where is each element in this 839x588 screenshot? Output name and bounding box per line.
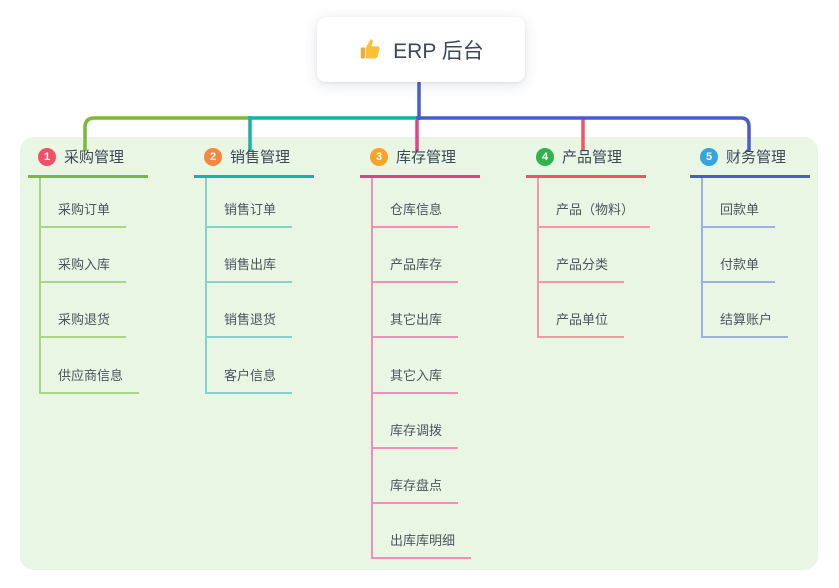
child-node[interactable]: 付款单	[702, 256, 776, 283]
child-node[interactable]: 产品分类	[538, 256, 625, 283]
branch-node-3[interactable]: 3 库存管理	[360, 146, 480, 178]
branch-node-4[interactable]: 4 产品管理	[526, 146, 646, 178]
branch-label: 库存管理	[396, 149, 457, 166]
child-node[interactable]: 库存调拨	[372, 422, 459, 449]
child-node[interactable]: 产品单位	[538, 311, 625, 338]
branch-label: 财务管理	[726, 149, 787, 166]
branch-number-badge: 1	[38, 147, 56, 166]
branch-number-badge: 3	[370, 147, 388, 166]
branch-label: 采购管理	[64, 149, 125, 166]
child-node[interactable]: 出库库明细	[372, 532, 472, 559]
child-node[interactable]: 仓库信息	[372, 201, 459, 228]
thumbs-up-icon	[360, 39, 380, 59]
root-node[interactable]: ERP 后台	[317, 17, 525, 82]
child-node[interactable]: 销售订单	[206, 201, 293, 228]
child-node[interactable]: 采购入库	[40, 256, 127, 283]
child-node[interactable]: 其它入库	[372, 367, 459, 394]
branches-panel	[20, 137, 818, 570]
branch-number-badge: 2	[204, 147, 222, 166]
branch-label: 产品管理	[562, 149, 623, 166]
root-node-label: ERP 后台	[393, 39, 484, 63]
branch-number-badge: 4	[536, 147, 554, 166]
branch-node-2[interactable]: 2 销售管理	[194, 146, 314, 178]
branch-node-1[interactable]: 1 采购管理	[28, 146, 148, 178]
child-node[interactable]: 其它出库	[372, 311, 459, 338]
child-node[interactable]: 采购退货	[40, 311, 127, 338]
child-node[interactable]: 采购订单	[40, 201, 127, 228]
branch-label: 销售管理	[230, 149, 291, 166]
child-node[interactable]: 供应商信息	[40, 367, 140, 394]
branch-number-badge: 5	[700, 147, 718, 166]
child-node[interactable]: 回款单	[702, 201, 776, 228]
child-node[interactable]: 销售退货	[206, 311, 293, 338]
branch-node-5[interactable]: 5 财务管理	[690, 146, 810, 178]
child-node[interactable]: 产品（物料）	[538, 201, 651, 228]
child-node[interactable]: 库存盘点	[372, 477, 459, 504]
child-node[interactable]: 产品库存	[372, 256, 459, 283]
child-node[interactable]: 结算账户	[702, 311, 789, 338]
child-node[interactable]: 客户信息	[206, 367, 293, 394]
child-node[interactable]: 销售出库	[206, 256, 293, 283]
